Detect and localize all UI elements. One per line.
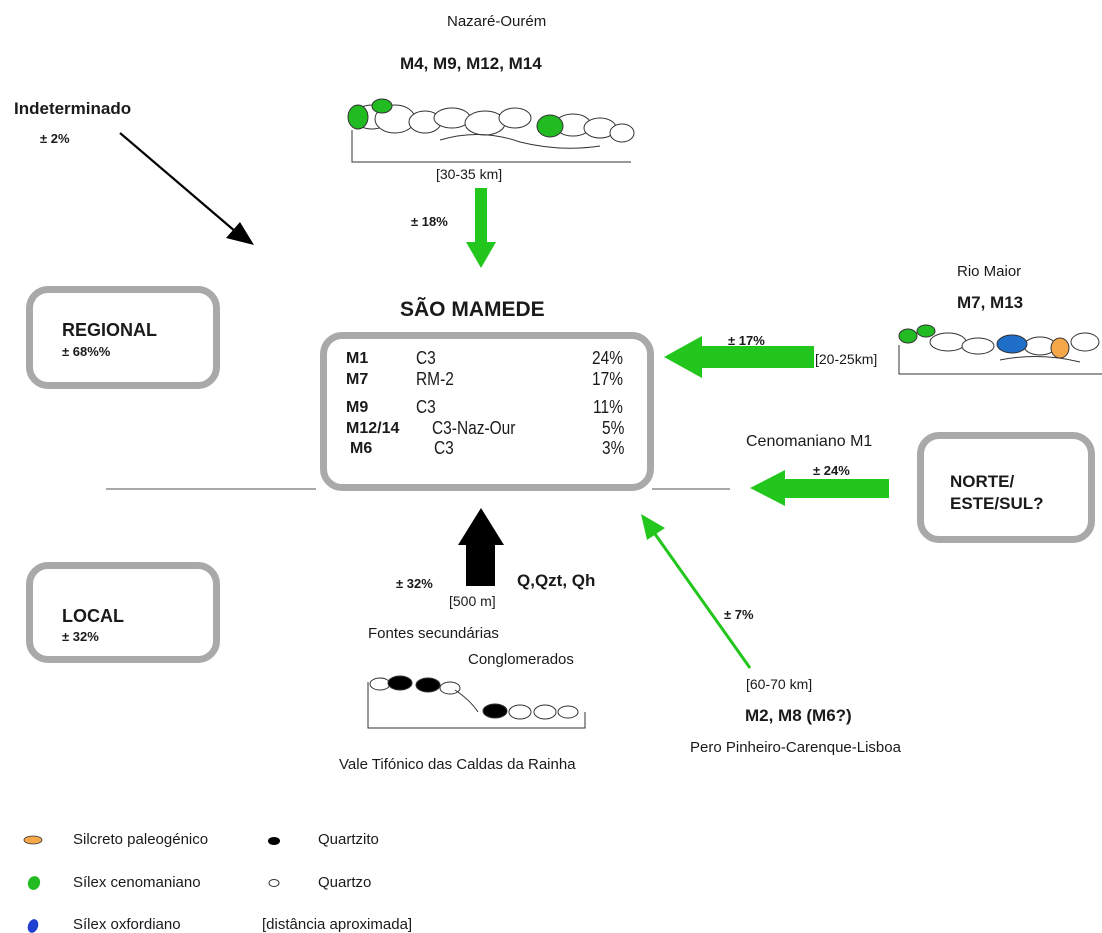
legend-label-distance: [distância aproximada] (262, 916, 413, 933)
row-source: C3 (434, 438, 454, 458)
legend-quartzite-symbol (268, 837, 280, 845)
south-green-arrow (641, 514, 752, 669)
row-percent: 11% (593, 397, 624, 417)
table-row: M12/14 C3-Naz-Our 5% (346, 418, 636, 440)
rio-maior-arrow (664, 336, 814, 378)
nazare-source-name: Nazaré-Ourém (447, 13, 547, 30)
local-source-materials: Q,Qzt, Qh (517, 571, 596, 590)
legend-cenomanian-flint-symbol (27, 876, 41, 890)
center-box (320, 332, 654, 491)
rio-maior-outcrop-sketch (898, 324, 1102, 375)
legend-oxfordian-flint-symbol (27, 919, 39, 933)
legend-label-quartz: Quartzo (318, 874, 372, 891)
nazare-percent: ± 18% (411, 214, 448, 229)
local-source-distance: [500 m] (449, 593, 496, 609)
local-box (26, 562, 220, 663)
cenomaniano-label: Cenomaniano M1 (746, 433, 873, 450)
south-name: Pero Pinheiro-Carenque-Lisboa (690, 739, 901, 756)
row-percent: 24% (591, 348, 623, 368)
cenomaniano-percent: ± 24% (813, 463, 850, 478)
rio-maior-name: Rio Maior (957, 263, 1022, 280)
nazare-distance: [30-35 km] (436, 166, 503, 182)
rio-maior-percent: ± 17% (728, 333, 765, 348)
nazare-samples: M4, M9, M12, M14 (400, 54, 542, 73)
row-code: M6 (350, 440, 373, 457)
table-row: M1 C3 24% (346, 348, 636, 370)
legend-silcrete-symbol (23, 835, 43, 845)
regional-label: REGIONAL (62, 320, 158, 340)
nazare-outcrop-sketch (347, 98, 635, 163)
rio-maior-distance: [20-25km] (815, 351, 878, 367)
row-percent: 3% (601, 438, 625, 458)
south-samples: M2, M8 (M6?) (745, 706, 852, 725)
rio-maior-samples: M7, M13 (957, 293, 1024, 312)
local-source-label2: Conglomerados (468, 651, 574, 668)
row-code: M12/14 (346, 420, 400, 437)
legend-label-oxfordian-flint: Sílex oxfordiano (73, 916, 181, 933)
norte-arrow (750, 470, 889, 506)
center-title: SÃO MAMEDE (400, 298, 545, 321)
norte-line1: NORTE/ (950, 472, 1015, 491)
row-percent: 5% (601, 418, 625, 438)
top-green-arrow (466, 188, 496, 268)
row-source: C3-Naz-Our (432, 418, 516, 438)
local-source-percent: ± 32% (396, 576, 433, 591)
indeterminate-arrow (119, 132, 254, 245)
row-source: C3 (416, 397, 436, 417)
regional-box (26, 286, 220, 389)
indeterminate-label: Indeterminado (14, 99, 132, 118)
local-source-name: Vale Tifónico das Caldas da Rainha (339, 756, 576, 773)
table-row: M7 RM-2 17% (346, 369, 636, 391)
south-percent: ± 7% (724, 607, 754, 622)
row-code: M1 (346, 350, 369, 367)
local-black-arrow (458, 508, 504, 586)
regional-percent: ± 68%% (62, 344, 111, 359)
norte-box (917, 432, 1095, 543)
row-percent: 17% (591, 369, 623, 389)
row-source: RM-2 (416, 369, 454, 389)
legend-label-silcrete: Silcreto paleogénico (73, 831, 209, 848)
table-row: M9 C3 11% (346, 397, 636, 419)
local-percent: ± 32% (62, 629, 99, 644)
indeterminate-percent: ± 2% (40, 131, 70, 146)
row-source: C3 (416, 348, 436, 368)
local-source-label1: Fontes secundárias (368, 625, 499, 642)
legend-quartz-symbol (268, 879, 280, 887)
south-distance: [60-70 km] (746, 676, 813, 692)
legend-label-cenomanian-flint: Sílex cenomaniano (73, 874, 201, 891)
row-code: M9 (346, 399, 369, 416)
row-code: M7 (346, 371, 369, 388)
norte-line2: ESTE/SUL? (950, 494, 1044, 513)
legend-label-quartzite: Quartzito (318, 831, 379, 848)
local-outcrop-sketch (367, 675, 586, 729)
local-label: LOCAL (62, 606, 124, 626)
table-row: M6 C3 3% (346, 438, 636, 460)
